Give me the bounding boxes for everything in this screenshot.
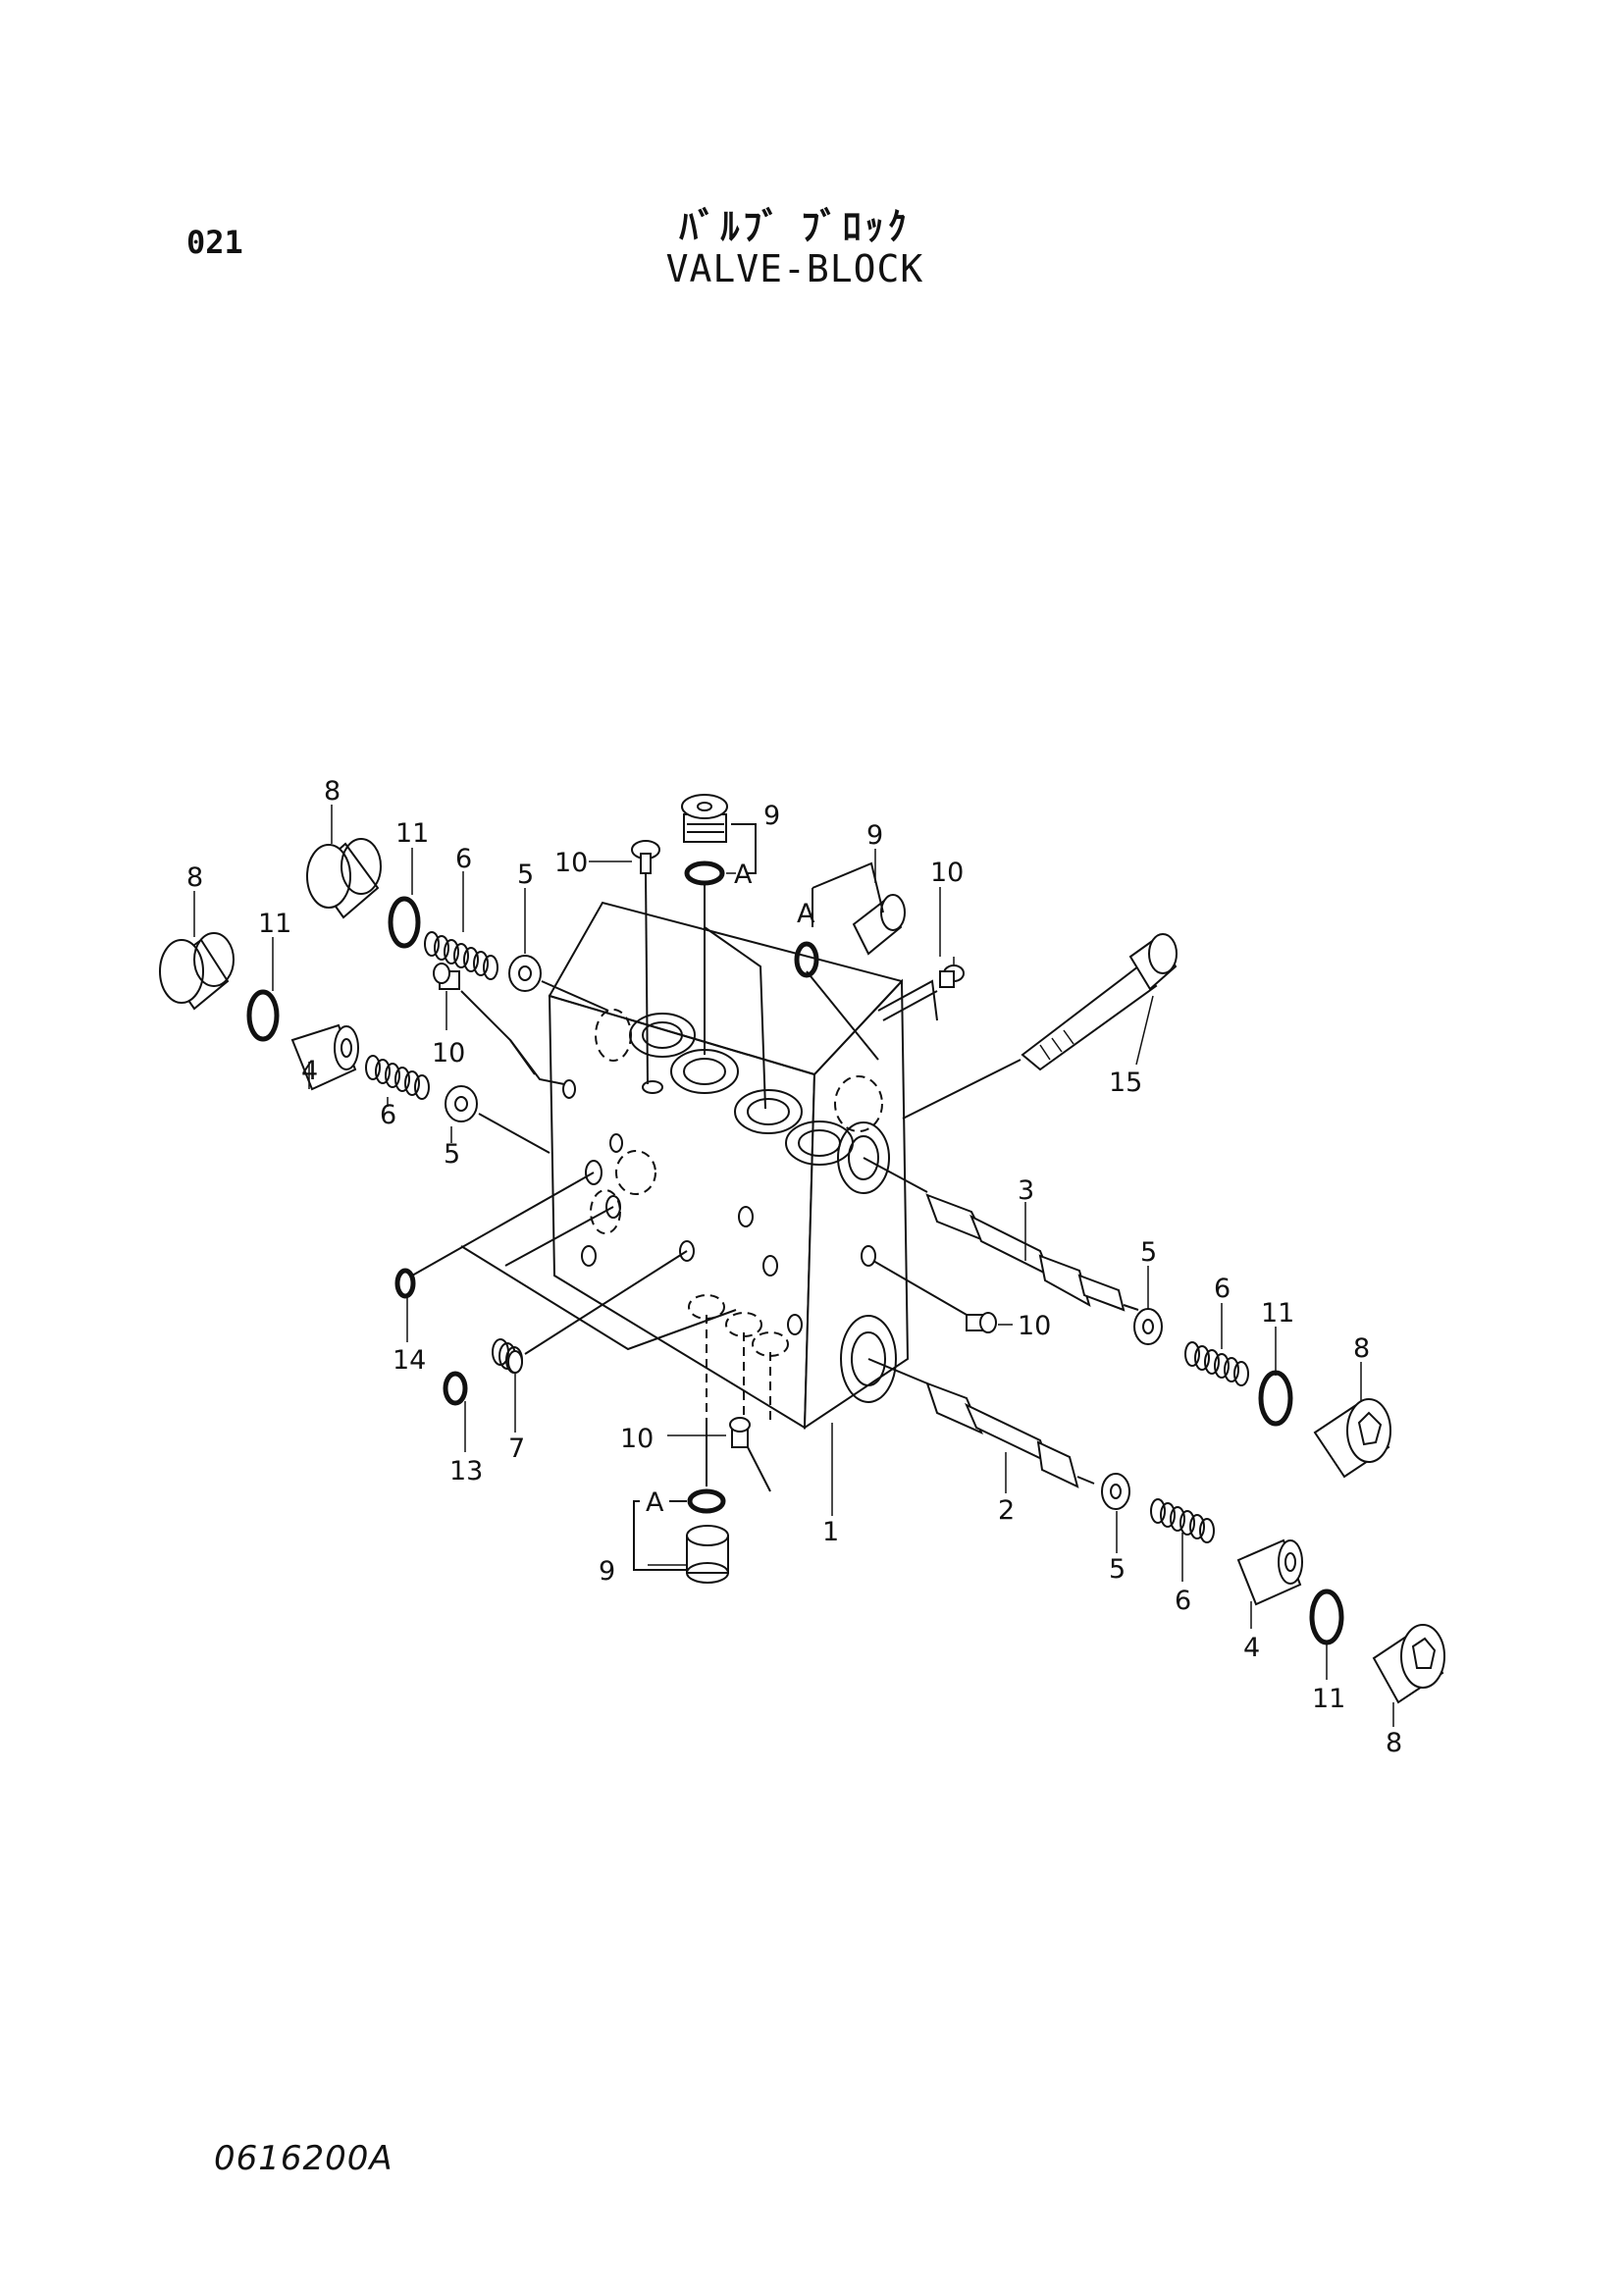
lower-right-spool-stack [867, 1260, 1445, 1704]
callout-13: 13 [449, 1456, 483, 1486]
callout-8: 8 [324, 776, 341, 807]
callout-labels: 1 2 3 4 4 5 5 5 5 6 6 6 6 7 8 8 8 8 9 9 … [186, 776, 1402, 1758]
callout-14: 14 [393, 1345, 426, 1376]
callout-7: 7 [508, 1434, 525, 1464]
top-right-plug-group [794, 861, 965, 1061]
callout-11: 11 [395, 818, 429, 849]
valve-block-body [548, 901, 910, 1430]
callout-11: 11 [258, 909, 291, 939]
callout-9: 9 [866, 820, 883, 851]
callout-5: 5 [517, 860, 534, 890]
title-english: VALVE-BLOCK [665, 247, 924, 290]
callout-6: 6 [455, 844, 472, 874]
callout-5: 5 [444, 1139, 460, 1170]
callout-9: 9 [763, 801, 780, 831]
callout-3: 3 [1018, 1175, 1034, 1206]
callout-10: 10 [554, 848, 588, 878]
callout-10: 10 [432, 1038, 465, 1069]
upper-left-plug-stack [306, 838, 609, 1085]
reference-a: A [646, 1487, 664, 1518]
callout-8: 8 [186, 862, 203, 893]
reference-a: A [734, 860, 753, 890]
page-code: 021 [186, 224, 243, 261]
lower-left-plug-stack [159, 932, 550, 1154]
reference-a: A [797, 899, 815, 929]
top-plug-group [589, 794, 766, 1110]
callout-15: 15 [1109, 1068, 1142, 1098]
callout-5: 5 [1140, 1237, 1157, 1268]
callout-4: 4 [1243, 1633, 1260, 1663]
callout-6: 6 [1214, 1274, 1231, 1304]
title-japanese: ﾊﾞﾙﾌﾞ ﾌﾞﾛｯｸ [679, 205, 911, 248]
callout-1: 1 [822, 1517, 839, 1547]
callout-10: 10 [930, 858, 964, 888]
callout-8: 8 [1386, 1728, 1402, 1758]
callout-4: 4 [301, 1056, 318, 1086]
callout-10: 10 [1018, 1311, 1051, 1341]
bolt-15 [902, 933, 1178, 1120]
callout-11: 11 [1312, 1684, 1345, 1714]
callout-10: 10 [620, 1424, 654, 1454]
callout-6: 6 [1175, 1586, 1191, 1616]
callout-8: 8 [1353, 1333, 1370, 1364]
left-seals-group [394, 1172, 737, 1406]
bottom-plug-group [633, 1417, 771, 1584]
callout-11: 11 [1261, 1298, 1294, 1329]
upper-right-spool-stack [863, 1157, 1391, 1479]
callout-6: 6 [380, 1100, 396, 1130]
callout-5: 5 [1109, 1554, 1126, 1585]
callout-2: 2 [998, 1495, 1015, 1526]
leader-lines [193, 805, 1394, 1727]
drawing-number: 0616200A [214, 2139, 393, 2178]
callout-9: 9 [599, 1556, 615, 1587]
